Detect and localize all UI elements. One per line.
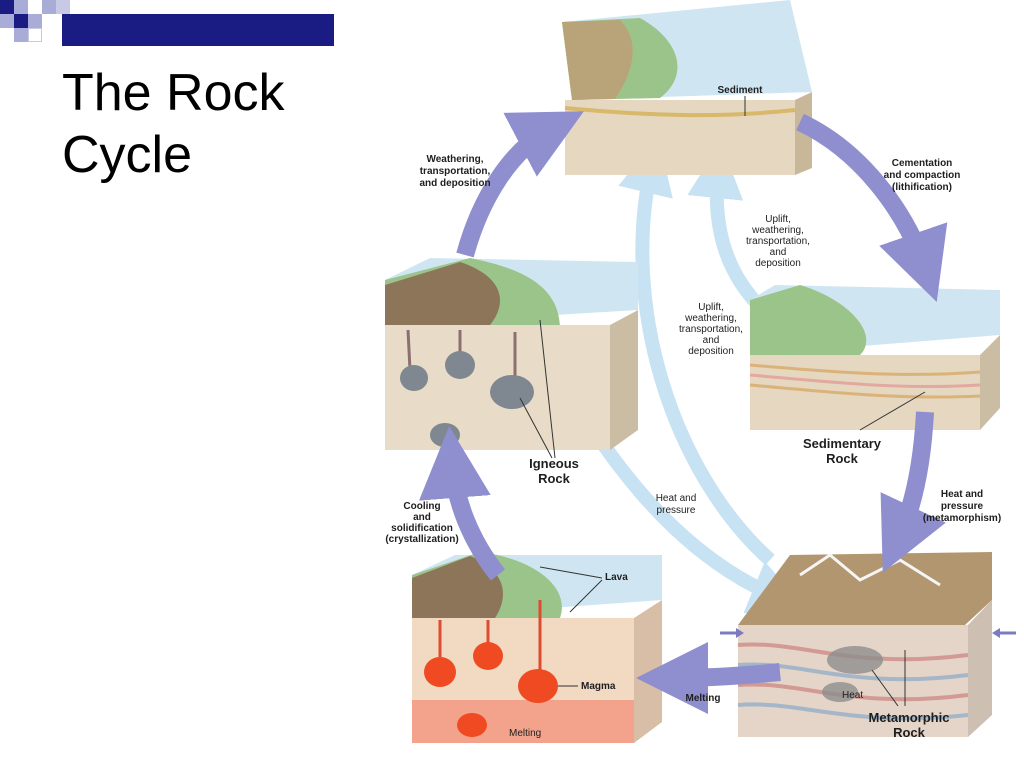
label-metamorphism-1: Heat and xyxy=(941,489,983,500)
label-sedimentary-rock-1: Sedimentary xyxy=(803,436,882,451)
label-metamorphism-2: pressure xyxy=(941,501,984,512)
arrow-melting xyxy=(636,641,781,714)
label-igneous-rock-1: Igneous xyxy=(529,456,579,471)
label-cooling-3: solidification xyxy=(391,523,453,534)
label-melting-bottom: Melting xyxy=(509,728,541,739)
label-heat-pressure-2: pressure xyxy=(657,505,696,516)
label-weathering-1: Weathering, xyxy=(426,154,483,165)
label-uplift-outer-4: and xyxy=(703,335,720,346)
label-cooling-2: and xyxy=(413,512,431,523)
label-magma: Magma xyxy=(581,681,616,692)
slide-title-line-1: The Rock xyxy=(62,64,285,122)
label-igneous-rock-2: Rock xyxy=(538,471,571,486)
arrow-heat-pressure xyxy=(586,424,806,614)
sediment-block xyxy=(562,0,812,175)
label-cooling-4: (crystallization) xyxy=(385,534,458,545)
label-uplift-inner-4: and xyxy=(770,247,787,258)
label-cementation-3: (lithification) xyxy=(892,182,952,193)
magma-block xyxy=(412,552,662,743)
label-weathering-2: transportation, xyxy=(420,166,491,177)
label-uplift-inner-5: deposition xyxy=(755,258,801,269)
sedimentary-block xyxy=(749,285,1000,431)
label-heat: Heat xyxy=(842,690,863,701)
label-sediment: Sediment xyxy=(717,85,763,96)
label-uplift-inner-3: transportation, xyxy=(746,236,810,247)
label-uplift-outer-2: weathering, xyxy=(684,313,737,324)
corner-decoration xyxy=(0,0,340,50)
label-cementation-1: Cementation xyxy=(892,158,953,169)
arrow-metamorphism xyxy=(880,411,946,573)
slide-title: The Rock Cycle xyxy=(62,62,285,186)
label-lava: Lava xyxy=(605,572,628,583)
label-uplift-inner-2: weathering, xyxy=(751,225,804,236)
arrow-weathering xyxy=(456,111,584,258)
slide-title-line-2: Cycle xyxy=(62,126,193,184)
label-uplift-outer-5: deposition xyxy=(688,346,734,357)
label-metamorphic-rock-2: Rock xyxy=(893,725,926,740)
label-weathering-3: and deposition xyxy=(419,178,490,189)
label-heat-pressure-1: Heat and xyxy=(656,493,697,504)
arrow-uplift-outer xyxy=(618,137,775,566)
label-metamorphic-rock-1: Metamorphic xyxy=(869,710,950,725)
label-uplift-outer-3: transportation, xyxy=(679,324,743,335)
label-melting-arrow: Melting xyxy=(686,693,721,704)
label-metamorphism-3: (metamorphism) xyxy=(923,513,1001,524)
arrow-cementation xyxy=(796,113,948,303)
label-sedimentary-rock-2: Rock xyxy=(826,451,859,466)
label-cementation-2: and compaction xyxy=(884,170,961,181)
arrow-cooling xyxy=(418,426,506,581)
label-uplift-inner-1: Uplift, xyxy=(765,214,791,225)
label-cooling-1: Cooling xyxy=(403,501,440,512)
igneous-block xyxy=(385,258,638,459)
label-uplift-outer-1: Uplift, xyxy=(698,302,724,313)
